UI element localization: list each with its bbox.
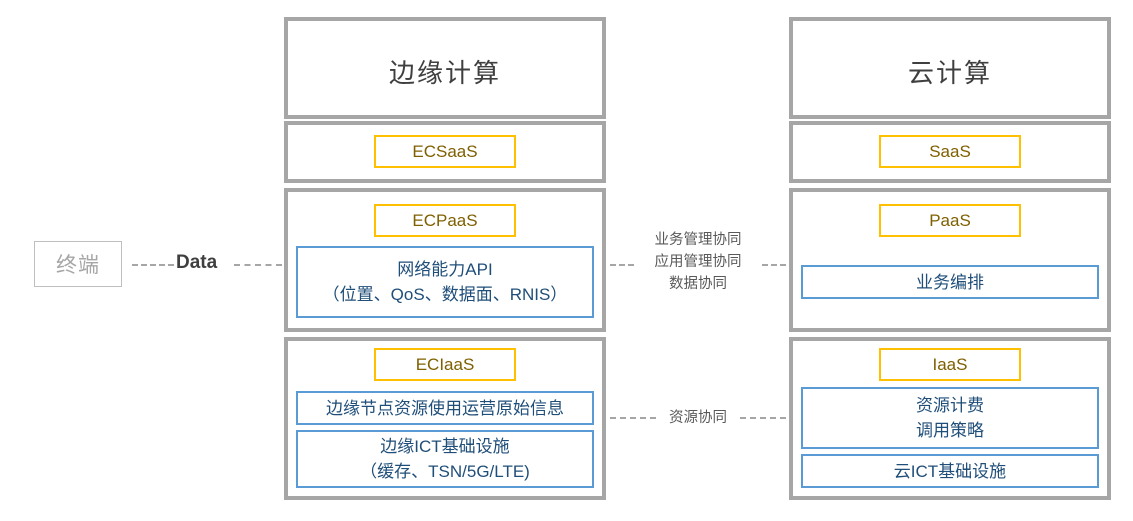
service-tag-iaas: IaaS	[879, 348, 1021, 381]
collab-connector-right	[762, 264, 786, 266]
collaboration-label-2: 应用管理协同	[654, 254, 742, 270]
data-connector-left	[132, 264, 174, 266]
box-resource-billing-policy: 资源计费 调用策略	[801, 387, 1099, 449]
terminal-label: 终端	[56, 254, 100, 277]
data-connector-right	[234, 264, 282, 266]
box-resource-billing-policy-line1: 资源计费	[916, 396, 984, 415]
collaboration-labels: 业务管理协同 应用管理协同 数据协同	[628, 229, 768, 295]
terminal-box: 终端	[34, 241, 122, 287]
service-tag-ecsaas: ECSaaS	[374, 135, 516, 168]
panel-edge-header	[284, 17, 606, 119]
box-resource-billing-policy-line2: 调用策略	[916, 421, 984, 440]
resource-connector-right	[740, 417, 786, 419]
data-connector-label: Data	[176, 252, 218, 273]
box-edge-ict-infrastructure-line1: 边缘ICT基础设施	[380, 437, 510, 456]
collab-connector-left	[610, 264, 634, 266]
box-edge-node-resource-info: 边缘节点资源使用运营原始信息	[296, 391, 594, 425]
resource-collaboration-label: 资源协同	[669, 410, 727, 426]
box-cloud-ict-infrastructure-line1: 云ICT基础设施	[893, 461, 1007, 481]
service-tag-saas: SaaS	[879, 135, 1021, 168]
resource-connector-left	[610, 417, 656, 419]
box-service-orchestration-line1: 业务编排	[916, 272, 984, 292]
box-network-capability-api: 网络能力API （位置、QoS、数据面、RNIS）	[296, 246, 594, 318]
panel-cloud-paas	[789, 188, 1111, 332]
box-edge-ict-infrastructure-line2: （缓存、TSN/5G/LTE)	[360, 462, 530, 481]
collaboration-label-1: 业务管理协同	[654, 232, 742, 248]
box-network-capability-api-line2: （位置、QoS、数据面、RNIS）	[322, 285, 568, 304]
service-tag-eciaas: ECIaaS	[374, 348, 516, 381]
cloud-computing-title: 云计算	[907, 58, 992, 88]
edge-computing-title: 边缘计算	[388, 58, 501, 88]
service-tag-ecpaas: ECPaaS	[374, 204, 516, 237]
box-cloud-ict-infrastructure: 云ICT基础设施	[801, 454, 1099, 488]
box-edge-ict-infrastructure: 边缘ICT基础设施 （缓存、TSN/5G/LTE)	[296, 430, 594, 488]
panel-cloud-header	[789, 17, 1111, 119]
box-edge-node-resource-info-line1: 边缘节点资源使用运营原始信息	[326, 398, 564, 418]
collaboration-label-3: 数据协同	[669, 276, 727, 292]
box-service-orchestration: 业务编排	[801, 265, 1099, 299]
service-tag-paas: PaaS	[879, 204, 1021, 237]
box-network-capability-api-line1: 网络能力API	[397, 260, 493, 279]
